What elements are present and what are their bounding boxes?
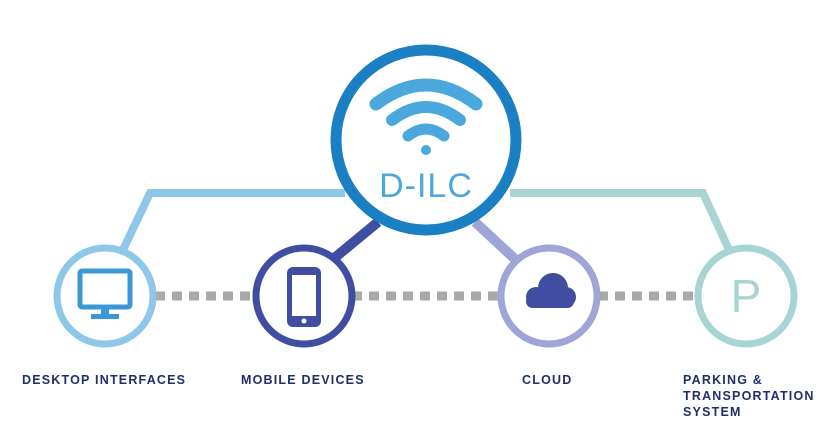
parking-label-line-2: TRANSPORTATION [683, 389, 815, 403]
parking-label-line-1: PARKING & [683, 373, 764, 387]
parking-label: PARKING & TRANSPORTATION SYSTEM [683, 372, 815, 420]
parking-label-line-3: SYSTEM [683, 405, 742, 419]
hub-to-mobile-connector [328, 218, 382, 264]
parking-icon: P [731, 270, 762, 322]
hub-node: D-ILC [330, 44, 522, 236]
hub-to-cloud-connector [471, 218, 520, 264]
cloud-icon [526, 273, 576, 308]
smartphone-icon [287, 267, 321, 327]
wifi-icon [369, 78, 483, 155]
cloud-label: CLOUD [522, 373, 573, 387]
cloud-node [497, 244, 601, 348]
hub-label: D-ILC [379, 167, 473, 205]
monitor-icon [77, 268, 133, 319]
parking-node: P [694, 244, 798, 348]
mobile-devices-node [252, 244, 356, 348]
desktop-interfaces-label: DESKTOP INTERFACES [22, 373, 187, 387]
left-bracket-connector [118, 189, 345, 254]
right-bracket-connector [510, 189, 734, 254]
desktop-interfaces-node [53, 244, 157, 348]
mobile-devices-label: MOBILE DEVICES [241, 373, 365, 387]
